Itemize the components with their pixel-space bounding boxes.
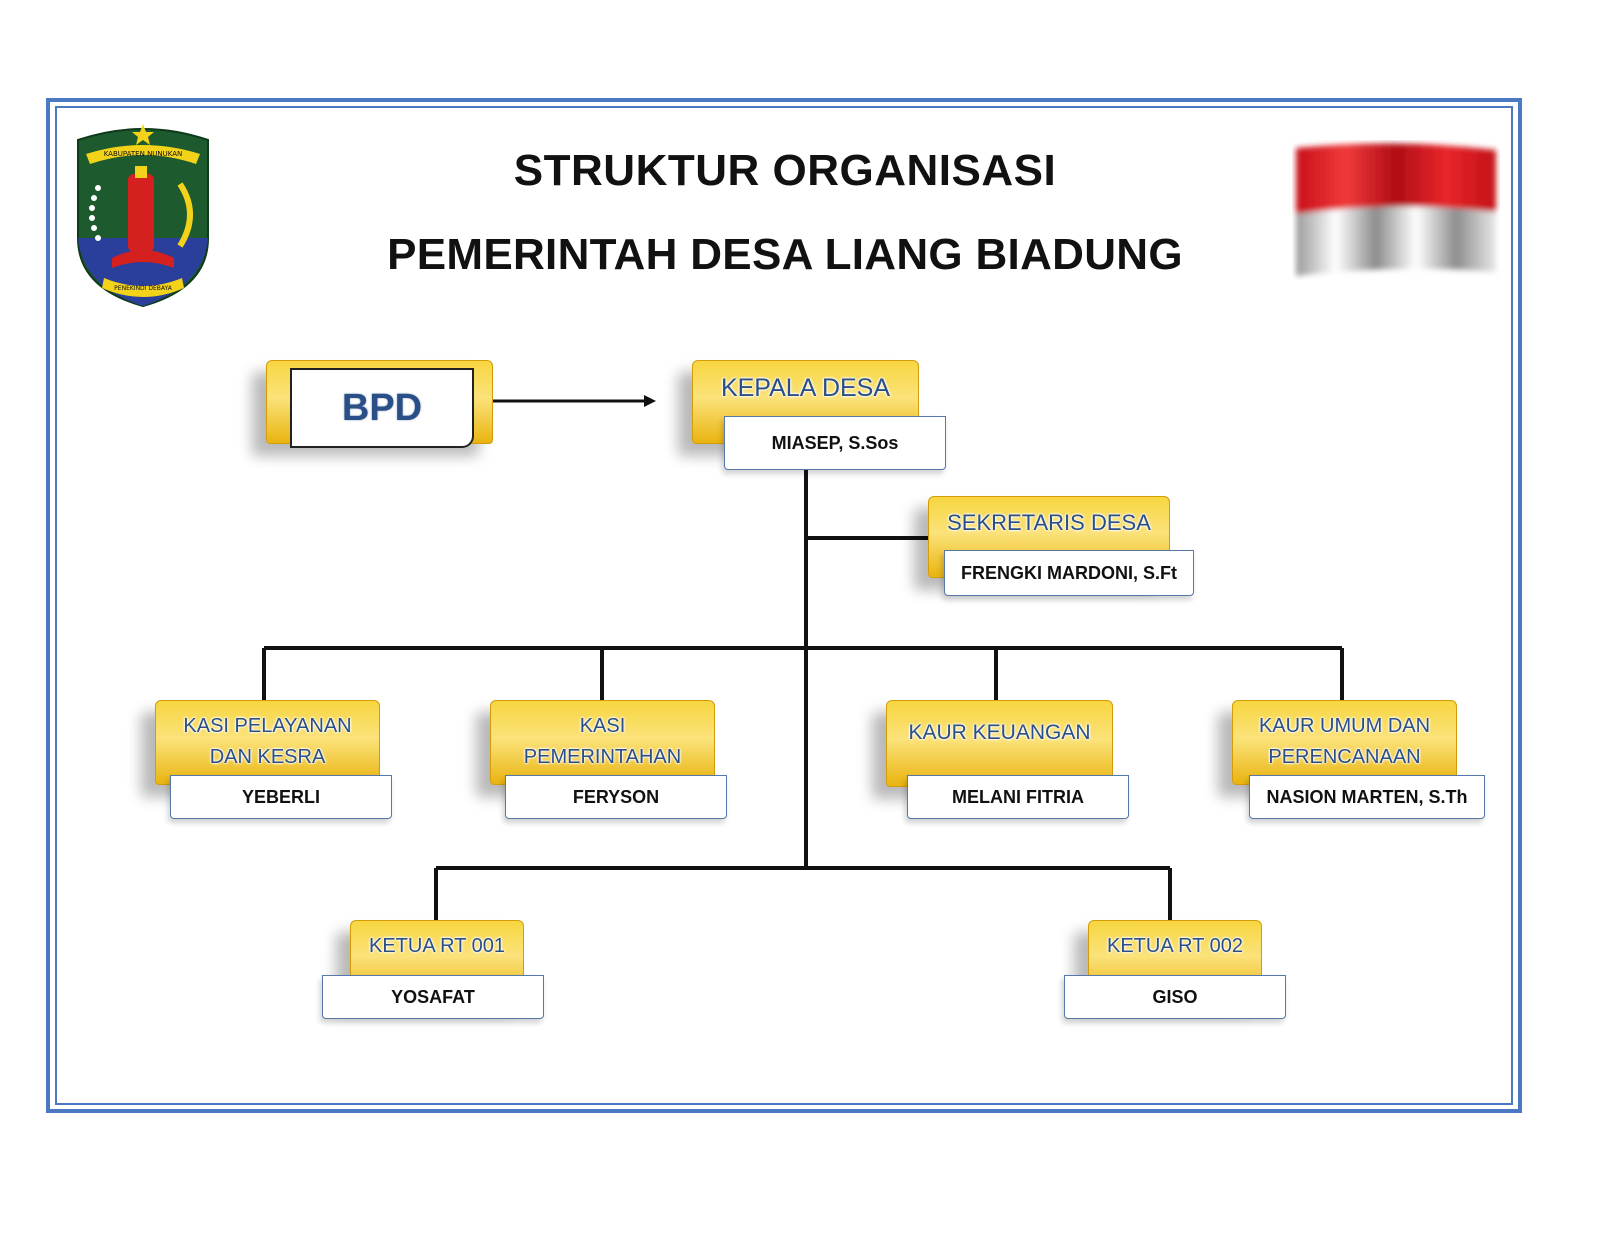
kaur-keuangan-role: KAUR KEUANGAN xyxy=(908,721,1091,744)
kasi-pelayanan-role-line-1: KASI PELAYANAN xyxy=(183,715,352,737)
title-line-2: PEMERINTAH DESA LIANG BIADUNG xyxy=(387,230,1183,279)
ketua-rt-001-name: YOSAFAT xyxy=(322,975,544,1019)
indonesia-flag-icon xyxy=(1296,143,1496,276)
arrow-head-icon xyxy=(644,395,656,407)
kasi-pelayanan-name: YEBERLI xyxy=(170,775,392,819)
logo-top-text: KABUPATEN NUNUKAN xyxy=(104,150,183,158)
inner-frame xyxy=(55,106,1513,1105)
ketua-rt-001-role: KETUA RT 001 xyxy=(369,935,505,957)
kepala-desa-role: KEPALA DESA xyxy=(720,374,891,402)
bpd-box: BPD xyxy=(290,368,474,448)
kasi-pelayanan-role-line-2: DAN KESRA xyxy=(209,746,326,768)
kasi-pemerintahan-panel: KASI PEMERINTAHAN xyxy=(490,700,715,785)
kepala-desa-name: MIASEP, S.Sos xyxy=(724,416,946,470)
kaur-umum-name: NASION MARTEN, S.Th xyxy=(1249,775,1485,819)
kaur-keuangan-panel: KAUR KEUANGAN xyxy=(886,700,1113,787)
ketua-rt-002-name: GISO xyxy=(1064,975,1286,1019)
kasi-pemerintahan-role-line-2: PEMERINTAHAN xyxy=(523,746,682,768)
star-icon xyxy=(132,124,154,145)
kaur-umum-role-line-2: PERENCANAAN xyxy=(1268,746,1421,768)
kasi-pemerintahan-name: FERYSON xyxy=(505,775,727,819)
tree-lines xyxy=(262,470,1344,920)
regency-emblem-logo: KABUPATEN NUNUKAN PENEKINDI DEBAYA xyxy=(77,124,209,308)
kaur-keuangan-name: MELANI FITRIA xyxy=(907,775,1129,819)
title-line-1: STRUKTUR ORGANISASI xyxy=(513,146,1057,195)
outer-frame xyxy=(46,98,1522,1113)
kaur-umum-panel: KAUR UMUM DAN PERENCANAAN xyxy=(1232,700,1457,785)
kaur-umum-role-line-1: KAUR UMUM DAN xyxy=(1258,715,1431,737)
sekretaris-desa-role: SEKRETARIS DESA xyxy=(947,510,1151,535)
logo-bottom-text: PENEKINDI DEBAYA xyxy=(114,285,173,292)
kasi-pelayanan-panel: KASI PELAYANAN DAN KESRA xyxy=(155,700,380,785)
ketua-rt-002-role: KETUA RT 002 xyxy=(1107,935,1243,957)
kasi-pemerintahan-role-line-1: KASI xyxy=(579,715,626,737)
sekretaris-desa-name: FRENGKI MARDONI, S.Ft xyxy=(944,550,1194,596)
